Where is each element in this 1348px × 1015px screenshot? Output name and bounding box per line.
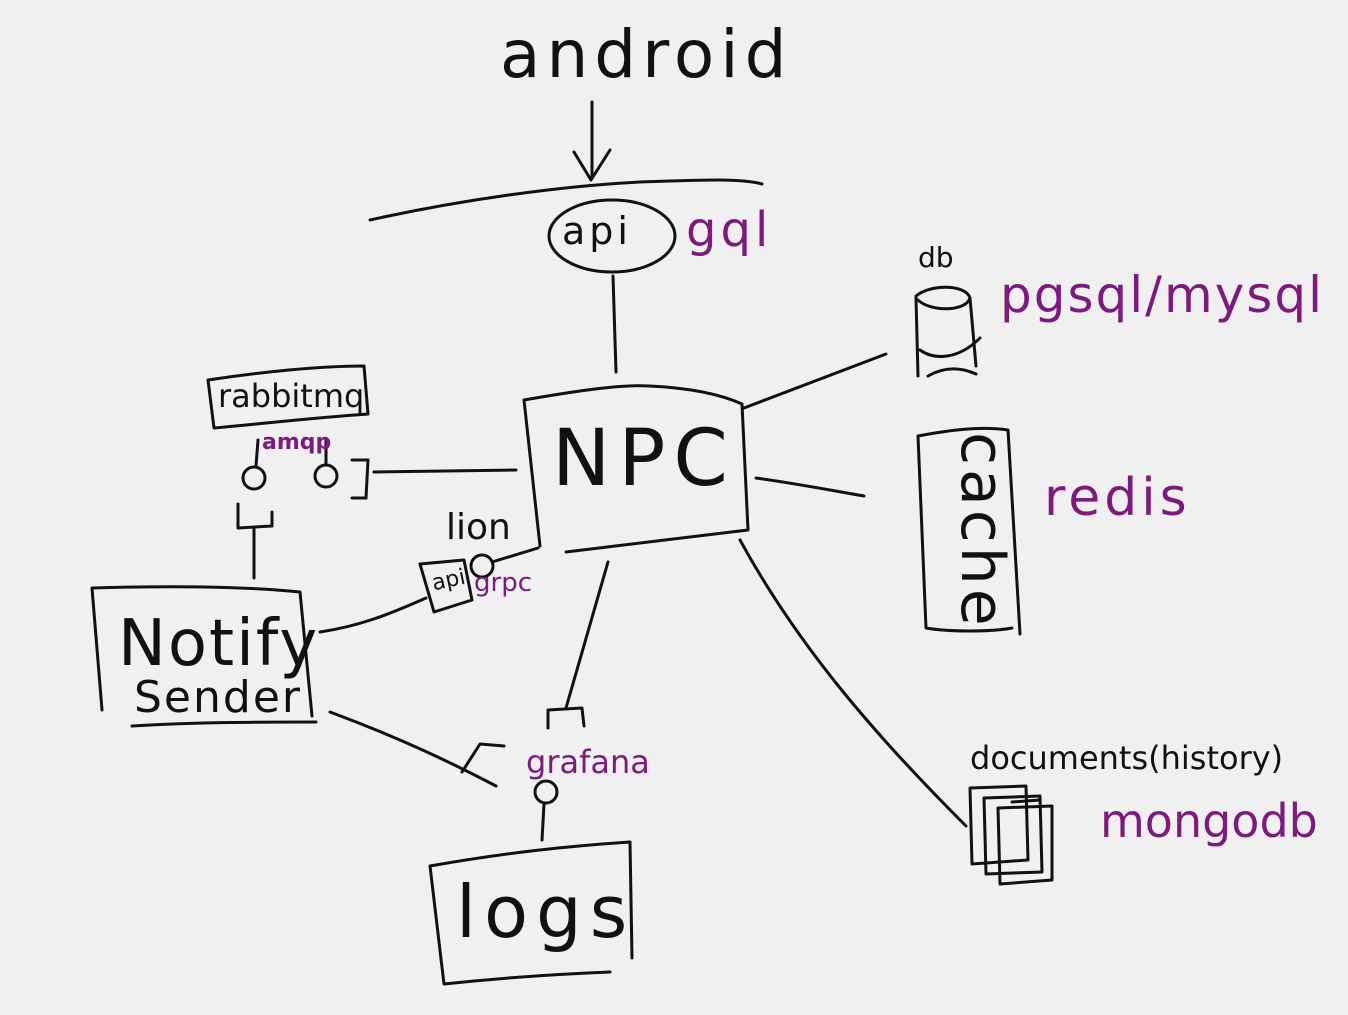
mongodb-label: mongodb: [1100, 794, 1318, 848]
grafana-logs-line: [540, 802, 546, 842]
grafana-socket: [533, 779, 559, 805]
npc-grafana-line: [564, 560, 610, 710]
rabbit-bracket: [350, 458, 370, 500]
gql-label: gql: [686, 202, 773, 258]
notify-grafana-line: [328, 710, 498, 788]
npc-rabbit-line: [372, 468, 518, 474]
lion-socket: [469, 553, 495, 579]
api-ellipse: [547, 198, 677, 274]
pgsql-mysql-label: pgsql/mysql: [1000, 266, 1324, 324]
amqp-sockets: [236, 438, 339, 580]
cache-box: [916, 426, 1022, 636]
android-label: android: [500, 16, 793, 93]
npc-documents-line: [738, 538, 968, 828]
grafana-bracket: [546, 706, 586, 730]
rabbitmq-box: [206, 364, 370, 430]
grpc-label: grpc: [474, 568, 532, 598]
notify-grafana-hook: [460, 742, 506, 774]
documents-stack-icon: [968, 784, 1054, 886]
db-cylinder-icon: [914, 285, 982, 378]
documents-history-label: documents(history): [970, 739, 1284, 777]
gateway-bar: [368, 178, 764, 222]
notify-sender-box: [90, 585, 318, 728]
grafana-label: grafana: [526, 743, 650, 781]
npc-lion-line: [490, 546, 540, 564]
logs-label: logs: [456, 870, 636, 954]
api-npc-line: [611, 274, 618, 374]
notify-lion-line: [318, 596, 428, 634]
logs-box: [428, 840, 634, 986]
redis-label: redis: [1044, 468, 1191, 528]
cache-label: cache: [947, 432, 1017, 630]
npc-db-line: [742, 352, 888, 410]
lion-label: lion: [446, 507, 511, 548]
android-arrow: [572, 100, 612, 182]
lion-api-box: [418, 558, 474, 614]
notify-label: Notify: [118, 607, 320, 681]
api-label: api: [562, 209, 632, 253]
npc-cache-line: [754, 476, 866, 498]
npc-label: NPC: [552, 414, 736, 504]
amqp-label: amqp: [262, 430, 332, 455]
sender-label: Sender: [134, 672, 302, 723]
npc-box: [522, 384, 750, 554]
db-label: db: [918, 241, 954, 274]
rabbitmq-label: rabbitmq: [218, 377, 365, 415]
